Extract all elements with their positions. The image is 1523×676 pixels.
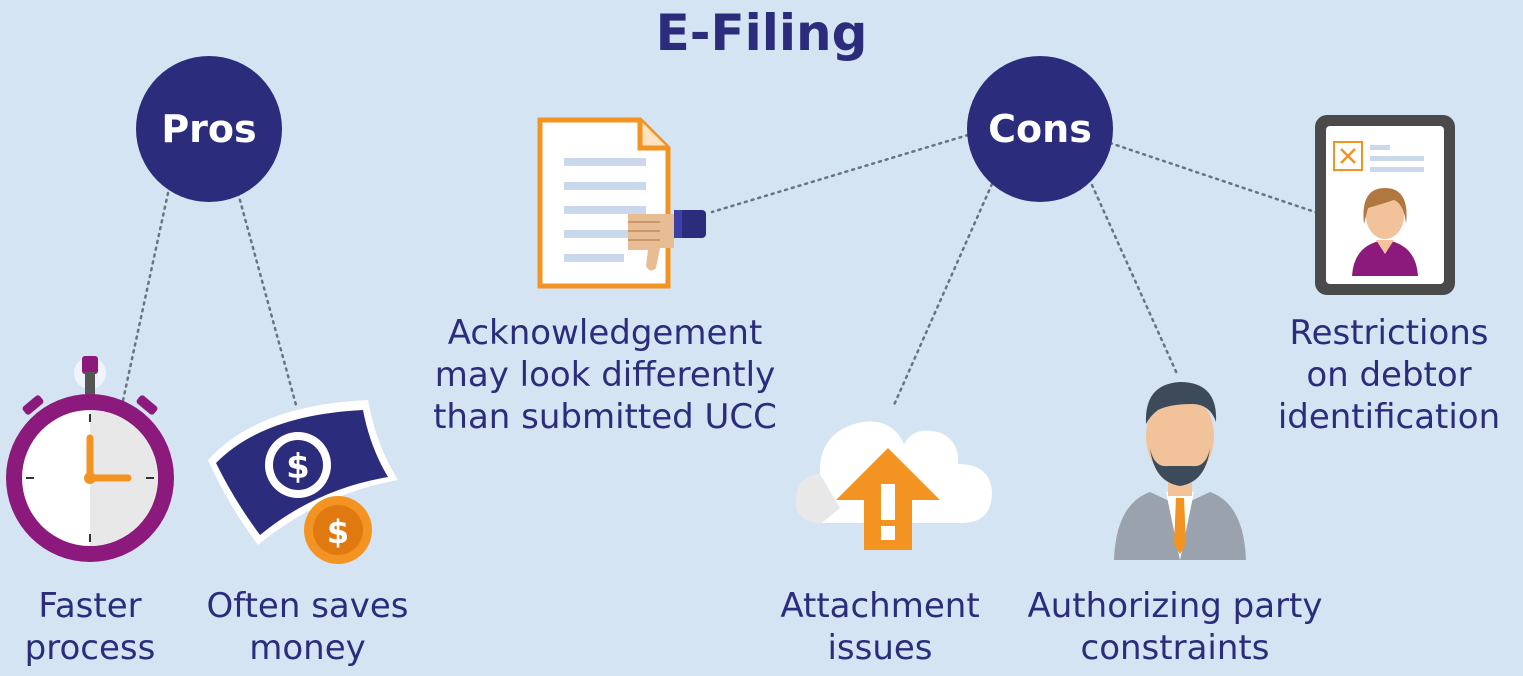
connector-cons-restrict — [1108, 141, 1320, 215]
label-acknowledgement: Acknowledgement may look differently tha… — [433, 313, 777, 437]
connector-cons-auth — [1090, 183, 1180, 378]
label-authorizing-party: Authorizing party constraints — [1027, 586, 1323, 668]
label-attachment-issues: Attachment issues — [780, 586, 980, 668]
connector-cons-ack — [710, 133, 970, 214]
label-faster-process: Faster process — [24, 586, 156, 668]
document-thumbs-down-icon — [537, 117, 706, 289]
cloud-warning-icon — [795, 421, 992, 550]
connector-cons-attach — [892, 182, 994, 407]
label-often-saves-money: Often saves money — [206, 586, 409, 668]
cons-node: Cons — [967, 56, 1113, 202]
svg-text:$: $ — [327, 513, 349, 551]
page-title: E-Filing — [655, 4, 868, 62]
money-icon: $ $ — [208, 400, 398, 564]
pros-node: Pros — [136, 56, 282, 202]
connector-pros-faster — [120, 191, 170, 407]
id-card-icon — [1315, 115, 1455, 295]
label-restrictions: Restrictions on debtor identification — [1277, 313, 1501, 437]
connector-pros-money — [236, 191, 298, 407]
stopwatch-icon — [6, 356, 174, 562]
businessman-icon — [1114, 382, 1246, 560]
svg-text:$: $ — [286, 447, 310, 487]
